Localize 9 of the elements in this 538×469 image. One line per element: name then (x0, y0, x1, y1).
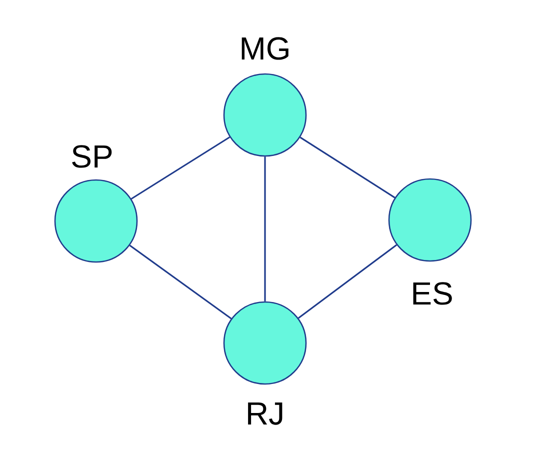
node-label: ES (413, 282, 452, 305)
connector-line (130, 136, 230, 200)
connector-line (264, 156, 266, 302)
node-label: RJ (248, 402, 282, 425)
connector-line (298, 244, 398, 319)
node-label: MG (242, 37, 288, 60)
node-label: SP (72, 145, 112, 168)
connector-line (300, 136, 396, 198)
connector-line (129, 244, 232, 320)
